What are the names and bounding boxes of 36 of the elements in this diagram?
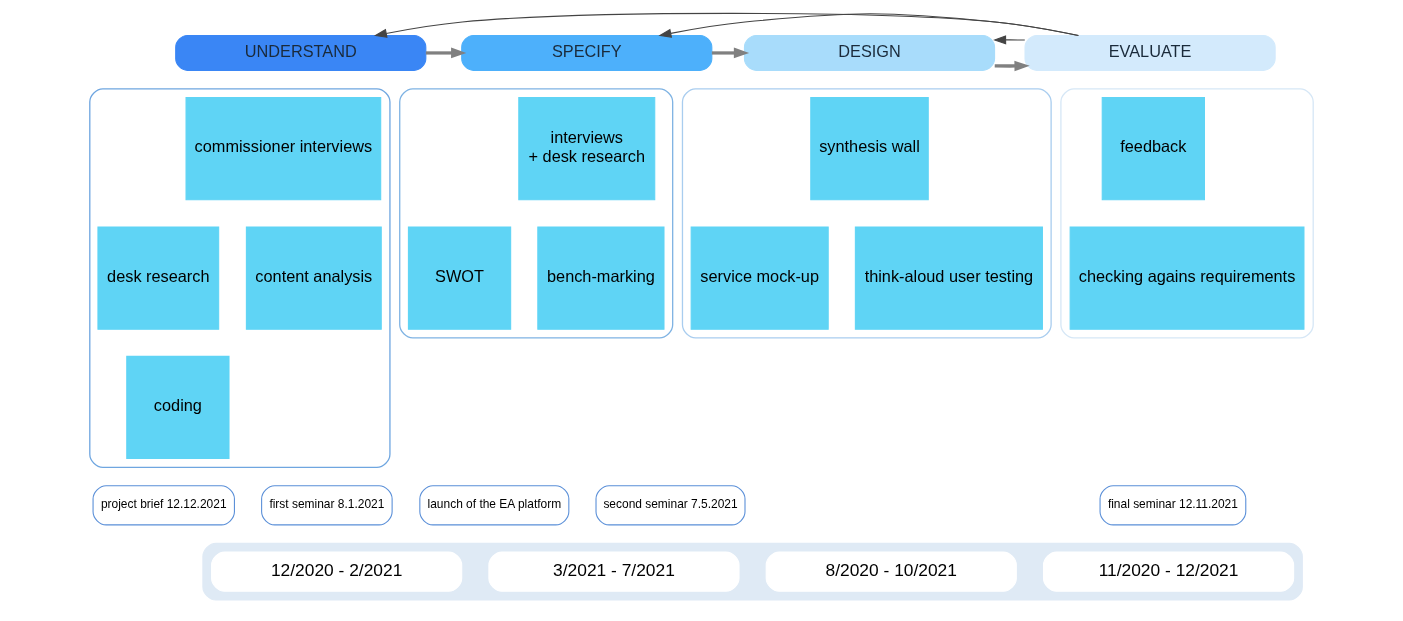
node-box: SWOT xyxy=(407,225,512,330)
node-box: coding xyxy=(126,355,230,459)
node-box: first seminar 8.1.2021 xyxy=(261,484,393,525)
node-box: SPECIFY xyxy=(461,34,713,71)
cluster xyxy=(681,87,1052,338)
node-box: 12/2020 - 2/2021 xyxy=(211,551,463,592)
arrow xyxy=(373,12,1079,38)
node-box: 11/2020 - 12/2021 xyxy=(1042,551,1295,592)
node-box: commissioner interviews xyxy=(185,96,382,200)
node-box: second seminar 7.5.2021 xyxy=(595,484,746,525)
cluster xyxy=(1060,87,1314,338)
node-box: synthesis wall xyxy=(810,96,929,200)
node-box: DESIGN xyxy=(743,34,996,71)
node-box: 8/2020 - 10/2021 xyxy=(765,551,1017,592)
cluster xyxy=(202,542,1303,600)
arrow xyxy=(425,47,467,58)
arrow xyxy=(711,47,750,58)
cluster xyxy=(399,87,674,338)
node-box: desk research xyxy=(97,225,220,330)
node-box: launch of the EA platform xyxy=(419,484,570,525)
node-box: content analysis xyxy=(245,225,382,330)
node-box: think-aloud user testing xyxy=(854,225,1043,330)
cluster xyxy=(89,87,391,468)
node-box: service mock-up xyxy=(690,225,829,330)
node-box: feedback xyxy=(1101,96,1205,200)
node-box: bench-marking xyxy=(537,225,665,330)
arrow xyxy=(993,34,1026,44)
node-box: final seminar 12.11.2021 xyxy=(1099,484,1247,525)
node-box: checking agains requirements xyxy=(1069,225,1305,330)
node-box: 3/2021 - 7/2021 xyxy=(488,551,740,592)
node-box: interviews + desk research xyxy=(518,96,656,200)
node-box: UNDERSTAND xyxy=(175,34,427,71)
arrow xyxy=(658,12,1079,38)
node-box: EVALUATE xyxy=(1024,34,1276,71)
node-box: project brief 12.12.2021 xyxy=(92,484,235,525)
arrow xyxy=(994,60,1030,71)
